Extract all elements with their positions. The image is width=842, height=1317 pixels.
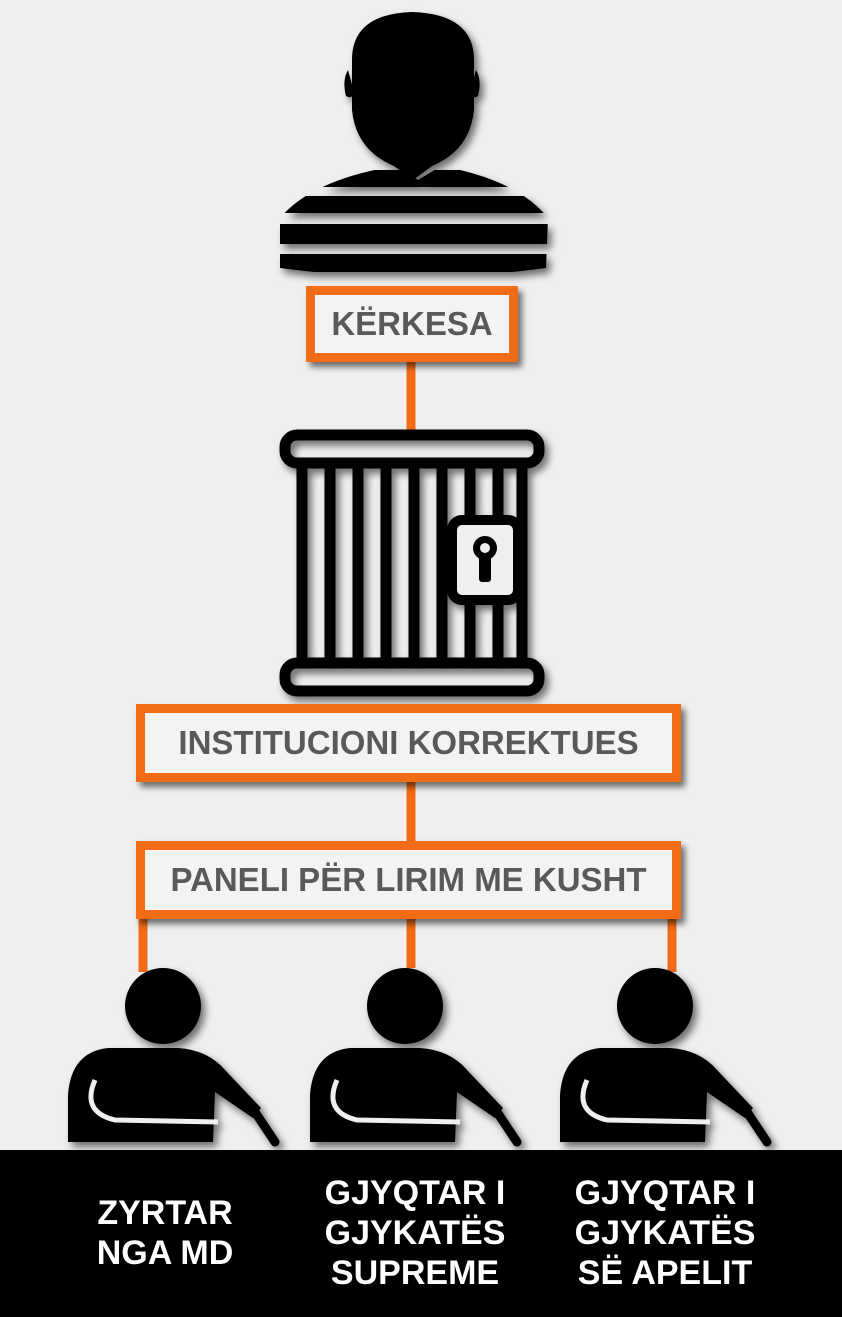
jail-cell-icon	[279, 429, 545, 697]
member-label-appeals-court-judge: GJYQTAR I GJYKATËS SË APELIT	[574, 1174, 756, 1292]
prisoner-icon	[280, 12, 548, 272]
panel-members	[68, 968, 772, 1147]
member-label-bar	[0, 1150, 842, 1317]
person-writing-icon	[310, 968, 522, 1147]
request-box: KËRKESA	[306, 286, 518, 362]
person-writing-icon	[68, 968, 280, 1147]
person-writing-icon	[560, 968, 772, 1147]
connector-lines	[138, 360, 677, 972]
member-label-supreme-court-judge: GJYQTAR I GJYKATËS SUPREME	[324, 1174, 506, 1292]
institution-box: INSTITUCIONI KORREKTUES	[136, 704, 681, 782]
institution-label: INSTITUCIONI KORREKTUES	[178, 724, 639, 761]
panel-label: PANELI PËR LIRIM ME KUSHT	[170, 861, 647, 898]
member-label-ministry-official: ZYRTAR NGA MD	[96, 1194, 234, 1272]
request-label: KËRKESA	[331, 305, 493, 342]
panel-box: PANELI PËR LIRIM ME KUSHT	[136, 841, 681, 919]
